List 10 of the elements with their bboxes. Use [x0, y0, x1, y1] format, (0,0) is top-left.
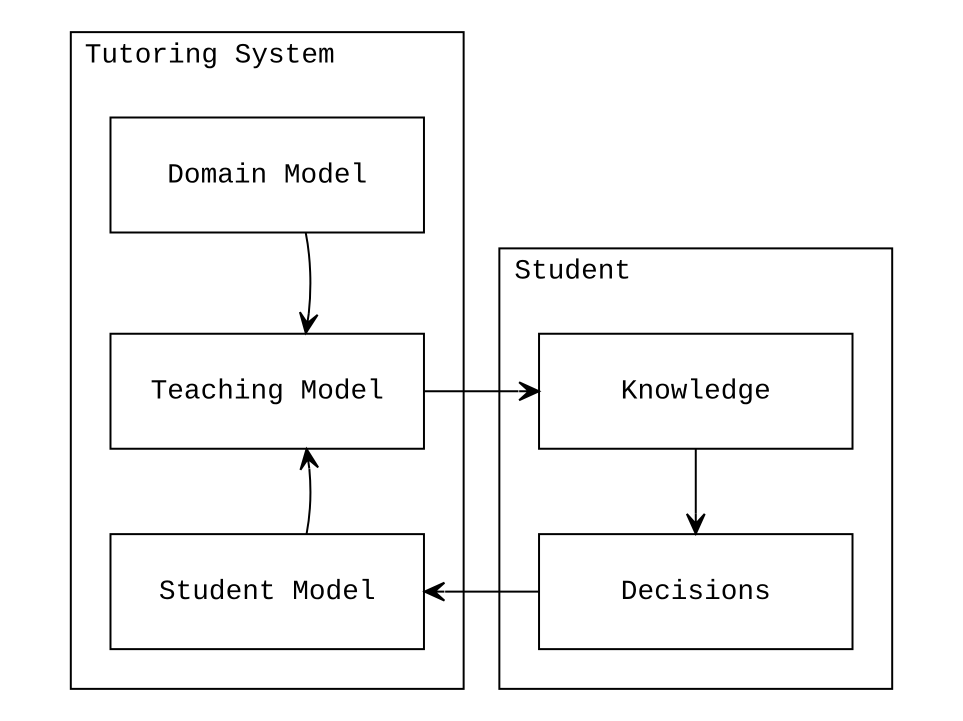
node-box: Knowledge — [538, 332, 854, 450]
node-box: Teaching Model — [110, 332, 425, 450]
node-box: Domain Model — [110, 116, 425, 234]
arrow — [424, 381, 540, 402]
node-box: Decisions — [538, 533, 854, 650]
arrow — [686, 448, 706, 535]
arrow — [299, 448, 320, 534]
arrow — [298, 232, 319, 334]
node-box: Student Model — [110, 533, 425, 650]
arrow — [424, 582, 539, 602]
